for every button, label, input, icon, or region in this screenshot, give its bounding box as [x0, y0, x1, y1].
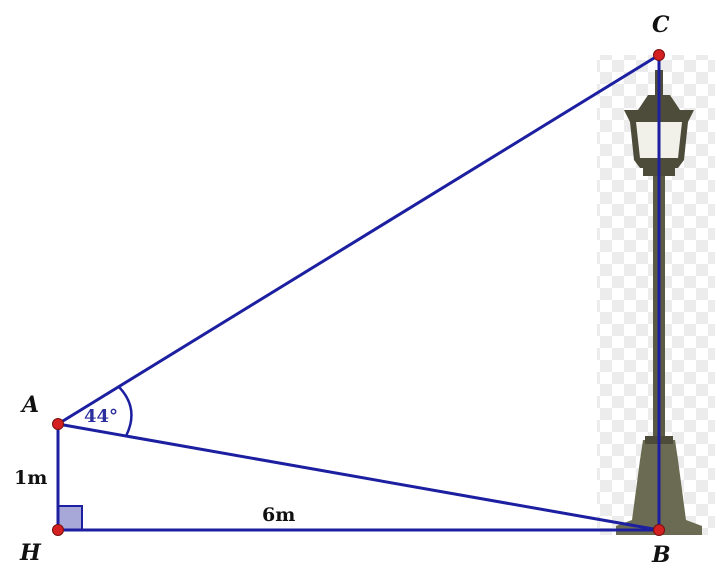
label-H: H	[19, 540, 42, 566]
point-H	[52, 524, 64, 536]
point-B	[653, 524, 665, 536]
length-AH-label: 1m	[14, 467, 47, 489]
segment-AB	[57, 422, 660, 532]
label-C: C	[652, 12, 670, 38]
street-lamp-illustration	[597, 55, 715, 535]
label-B: B	[651, 542, 671, 568]
point-C	[653, 49, 665, 61]
angle-CAB-label: 44°	[84, 406, 118, 427]
point-A	[52, 418, 64, 430]
label-A: A	[20, 392, 39, 418]
segment-AC	[57, 53, 660, 426]
angle-arc-A	[117, 385, 133, 437]
length-HB-label: 6m	[262, 504, 295, 526]
